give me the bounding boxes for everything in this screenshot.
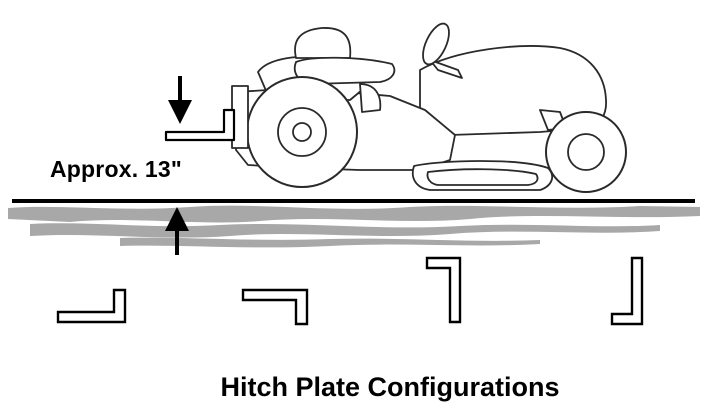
hitch-config-3: [425, 256, 462, 324]
height-measurement-label: Approx. 13": [50, 156, 182, 182]
steering-column: [429, 59, 463, 79]
engine-detail: [359, 83, 382, 113]
hitch-plate-mounted: [164, 108, 236, 142]
rear-wheel-hub: [292, 122, 312, 142]
hitch-configurations: [56, 256, 644, 326]
seat-back: [294, 27, 352, 59]
mower-deck-inner: [426, 168, 539, 186]
measurement-arrows: [165, 76, 192, 255]
front-wheel-rim: [567, 133, 605, 171]
arrow-down-icon: [168, 76, 192, 124]
diagram-caption: Hitch Plate Configurations: [220, 372, 560, 402]
arrow-up-icon: [165, 207, 189, 255]
steering-wheel: [422, 22, 450, 66]
hitch-config-1: [56, 288, 127, 324]
hitch-config-4: [610, 256, 644, 326]
ground-texture: [8, 205, 700, 248]
lawn-tractor: [164, 22, 627, 193]
hitch-config-2: [241, 288, 309, 326]
